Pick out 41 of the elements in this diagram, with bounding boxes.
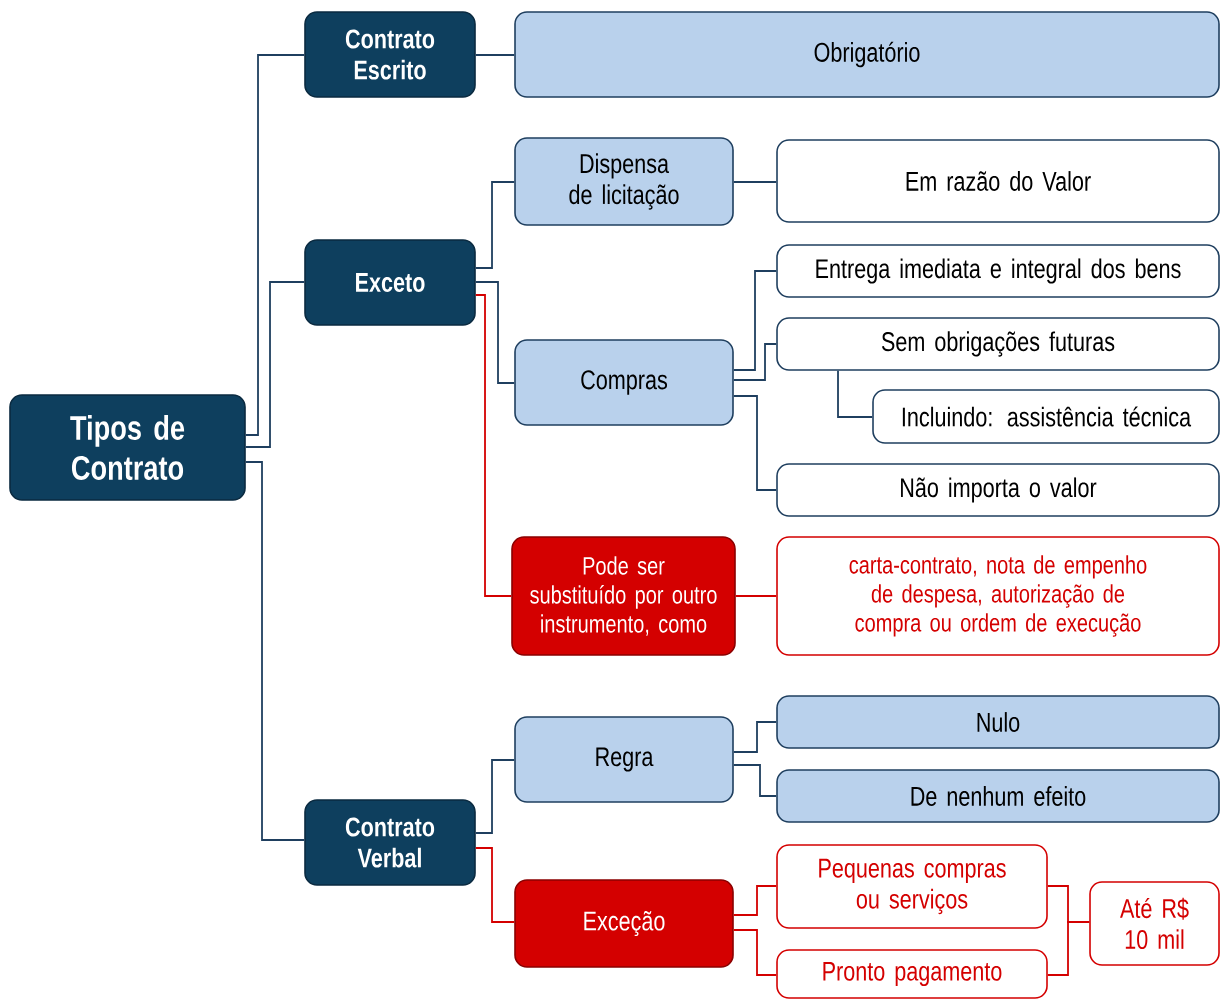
- connector-line: [734, 595, 778, 597]
- detail-box: Incluindo: assistência técnica: [872, 389, 1220, 444]
- connector-line: [244, 281, 306, 448]
- detail-box: Não importa o valor: [776, 463, 1220, 517]
- exception-detail-box: Pronto pagamento: [776, 949, 1048, 999]
- exception-detail-box: carta-contrato, nota de empenho de despesa, autorização de compra ou ordem de execução: [776, 536, 1220, 656]
- connector-line: [244, 461, 306, 841]
- connector-line: [837, 369, 874, 418]
- connector-line: [1046, 921, 1091, 976]
- connector-line: [474, 54, 516, 56]
- connector-line: [474, 294, 513, 597]
- topic-box: Dispensa de licitação: [514, 137, 734, 226]
- exception-detail-box: Pequenas compras ou serviços: [776, 844, 1048, 929]
- category-box: Contrato Verbal: [304, 799, 476, 886]
- topic-box: Obrigatório: [514, 11, 1220, 98]
- connector-line: [732, 181, 778, 183]
- connector-line: [474, 847, 516, 923]
- category-box: Contrato Escrito: [304, 11, 476, 98]
- exception-box: Exceção: [514, 879, 734, 968]
- connector-line: [732, 929, 778, 976]
- exception-box: Pode ser substituído por outro instrumento, como: [511, 536, 736, 656]
- category-box: Exceto: [304, 239, 476, 326]
- connector-line: [732, 885, 778, 916]
- connector-line: [732, 395, 778, 491]
- connector-line: [474, 181, 516, 269]
- topic-box: Regra: [514, 716, 734, 803]
- connector-line: [474, 759, 516, 834]
- category-box: Tipos de Contrato: [9, 394, 246, 501]
- exception-detail-box: Até R$ 10 mil: [1089, 881, 1220, 966]
- topic-box: De nenhum efeito: [776, 769, 1220, 823]
- connector-line: [244, 54, 306, 436]
- connector-line: [732, 721, 778, 753]
- topic-box: Nulo: [776, 695, 1220, 749]
- connector-line: [732, 764, 778, 797]
- detail-box: Entrega imediata e integral dos bens: [776, 244, 1220, 298]
- connector-line: [474, 281, 516, 384]
- detail-box: Sem obrigações futuras: [776, 317, 1220, 371]
- connector-line: [732, 343, 778, 381]
- detail-box: Em razão do Valor: [776, 139, 1220, 223]
- topic-box: Compras: [514, 339, 734, 426]
- connector-line: [732, 270, 778, 371]
